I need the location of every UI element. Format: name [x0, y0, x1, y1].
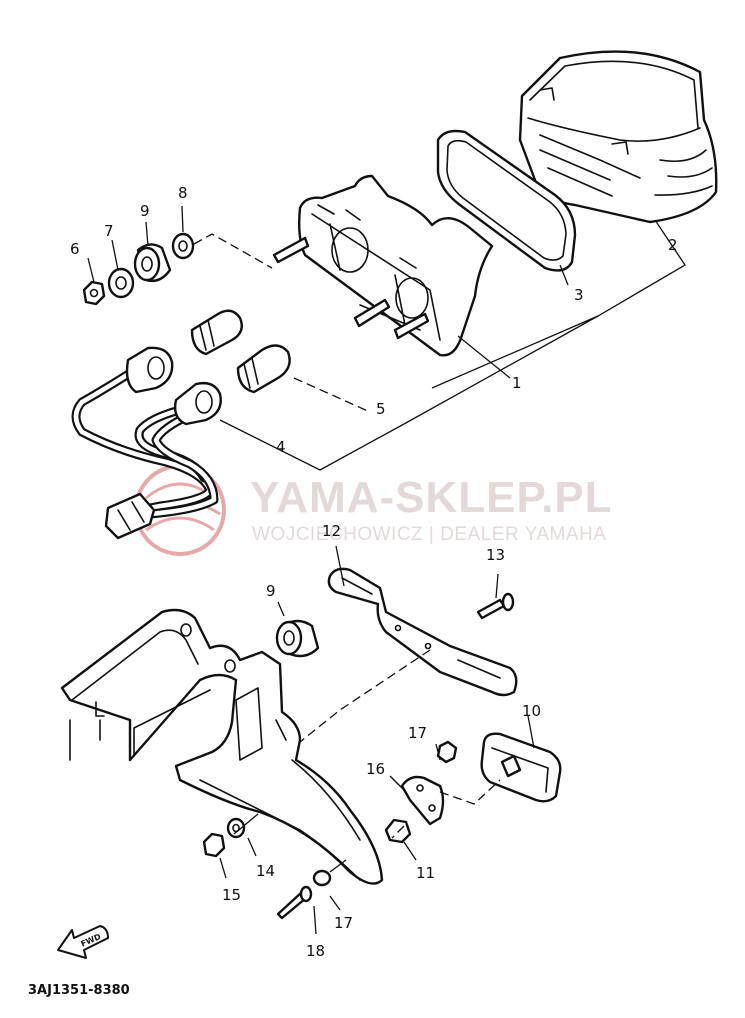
- callout-11: 11: [416, 864, 435, 882]
- part-nut-11[interactable]: [384, 818, 412, 844]
- part-bulb-lower[interactable]: [236, 344, 291, 394]
- callout-18: 18: [306, 942, 325, 960]
- part-plate-16[interactable]: [400, 775, 445, 826]
- callout-15: 15: [222, 886, 241, 904]
- watermark-subtitle: WOJCIECHOWICZ | DEALER YAMAHA: [252, 524, 606, 545]
- part-nut-6[interactable]: [82, 280, 106, 306]
- part-collar-8[interactable]: [171, 232, 195, 260]
- callout-14: 14: [256, 862, 275, 880]
- callout-5: 5: [376, 400, 386, 418]
- part-taillight-base[interactable]: [272, 174, 494, 357]
- callout-1: 1: [512, 374, 522, 392]
- part-gasket[interactable]: [436, 129, 577, 272]
- part-bulb-upper[interactable]: [190, 309, 243, 356]
- part-grommet-9-upper[interactable]: [133, 243, 172, 283]
- callout-2: 2: [668, 236, 678, 254]
- callout-4: 4: [276, 438, 286, 456]
- callout-3: 3: [574, 286, 584, 304]
- diagram-code: 3AJ1351-8380: [28, 983, 130, 998]
- callout-9-upper: 9: [140, 202, 150, 220]
- watermark: YAMA-SKLEP.PL WOJCIECHOWICZ | DEALER YAM…: [134, 464, 613, 556]
- assembly-line-fasteners: [193, 233, 273, 269]
- part-nut-17-lower[interactable]: [312, 869, 332, 887]
- callout-13: 13: [486, 546, 505, 564]
- part-rear-fender-bracket[interactable]: [60, 608, 384, 885]
- callout-8: 8: [178, 184, 188, 202]
- part-washer-14[interactable]: [226, 817, 246, 839]
- callout-7: 7: [104, 222, 114, 240]
- callout-10: 10: [522, 702, 541, 720]
- callout-12: 12: [322, 522, 341, 540]
- callout-numbers: 1 2 3 4 5 6 7 8 9 9 10 11 12 13 14 15 16…: [70, 184, 678, 960]
- part-screw-18[interactable]: [276, 885, 313, 920]
- part-nut-15[interactable]: [202, 832, 226, 858]
- watermark-title: YAMA-SKLEP.PL: [250, 473, 613, 522]
- part-grommet-9-lower[interactable]: [275, 619, 320, 658]
- callout-6: 6: [70, 240, 80, 258]
- fwd-arrow-icon: FWD: [57, 925, 109, 959]
- part-bolt-13[interactable]: [476, 592, 515, 620]
- callout-17-lower: 17: [334, 914, 353, 932]
- callout-16: 16: [366, 760, 385, 778]
- assembly-line-bulb: [293, 377, 371, 413]
- part-nut-17-upper[interactable]: [436, 740, 458, 764]
- part-socket-harness[interactable]: [71, 346, 222, 540]
- part-washer-7[interactable]: [107, 267, 135, 299]
- callout-17-upper: 17: [408, 724, 427, 742]
- part-license-stay[interactable]: [327, 567, 518, 697]
- part-license-light[interactable]: [480, 732, 562, 803]
- leader-lines: [87, 205, 686, 935]
- part-lens-housing[interactable]: [518, 50, 718, 224]
- callout-9-lower: 9: [266, 582, 276, 600]
